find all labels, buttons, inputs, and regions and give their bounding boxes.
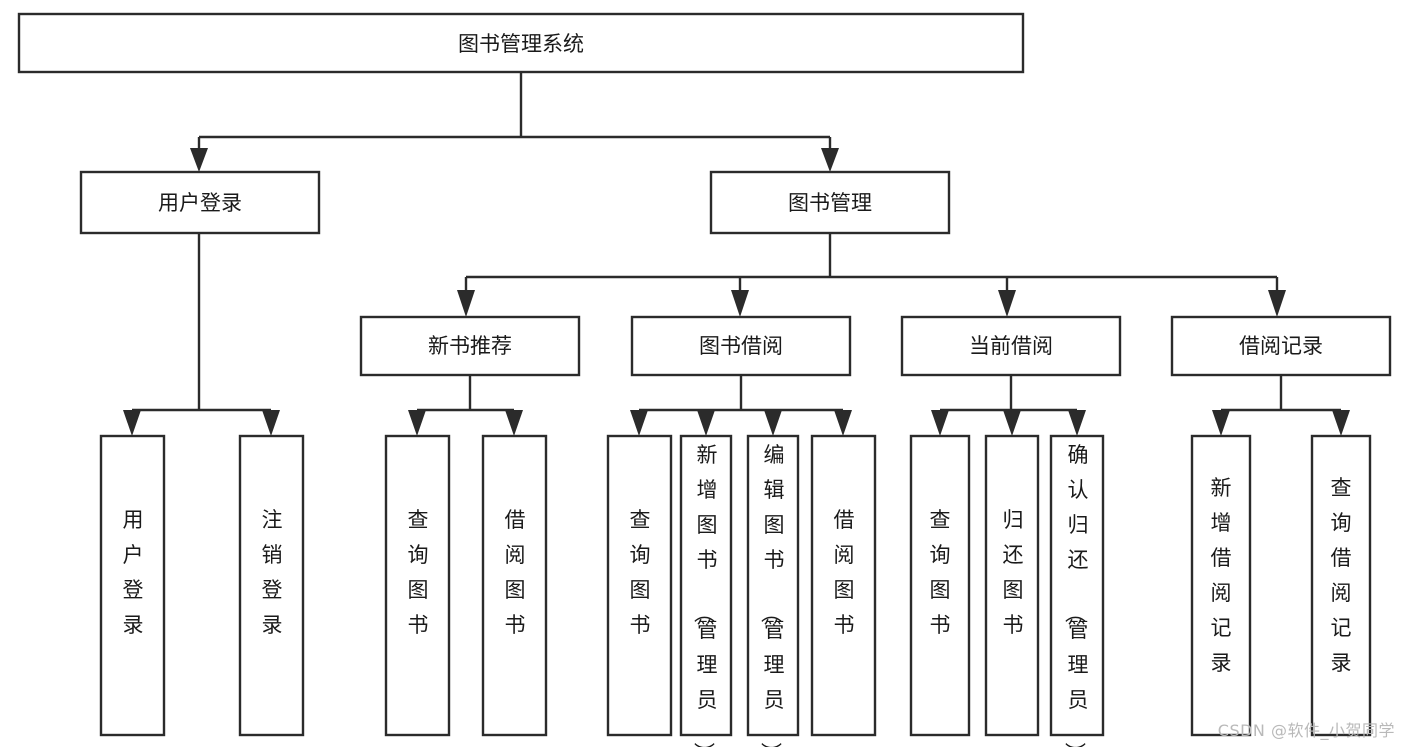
node-new-book-recommend-box[interactable] — [359, 315, 581, 377]
connector-group-root — [190, 72, 839, 172]
arrow-head-leaf-query-record — [1332, 410, 1350, 436]
node-leaf-user-login-label: 用户登录 — [123, 508, 144, 637]
connector-group-borrow-record — [1212, 375, 1350, 436]
node-book-borrow-label: 图书借阅 — [699, 334, 783, 358]
arrow-head-leaf-user-login — [123, 410, 141, 436]
arrow-head-leaf-query-book-3 — [931, 410, 949, 436]
node-leaf-return-book-label: 归还图书 — [1003, 508, 1024, 637]
node-current-borrow-label: 当前借阅 — [969, 334, 1053, 358]
node-new-book-recommend[interactable]: 新书推荐 — [359, 315, 581, 377]
node-leaf-add-record[interactable]: 新增借阅记录 — [1190, 434, 1252, 737]
node-leaf-return-book[interactable]: 归还图书 — [984, 434, 1040, 737]
node-leaf-add-book-label: 新增图书（管理员） — [692, 443, 718, 747]
connector-group-new-book-recommend — [408, 375, 523, 436]
node-leaf-query-book-3-label: 查询图书 — [930, 508, 951, 637]
node-leaf-query-book-2[interactable]: 查询图书 — [606, 434, 673, 737]
node-user-login-box[interactable] — [79, 170, 321, 235]
node-leaf-query-record-label: 查询借阅记录 — [1331, 476, 1352, 675]
connector-group-book-borrow — [630, 375, 852, 436]
node-leaf-edit-book-box[interactable] — [746, 434, 800, 737]
node-book-borrow[interactable]: 图书借阅 — [630, 315, 852, 377]
arrow-head-leaf-logout — [262, 410, 280, 436]
node-leaf-borrow-book-2-label: 借阅图书 — [834, 508, 855, 637]
node-leaf-logout-label: 注销登录 — [262, 508, 283, 637]
arrow-head-leaf-borrow-book-1 — [505, 410, 523, 436]
node-leaf-add-book-box[interactable] — [679, 434, 733, 737]
node-leaf-borrow-book-2[interactable]: 借阅图书 — [810, 434, 877, 737]
arrow-head-leaf-return-book — [1003, 410, 1021, 436]
node-leaf-confirm-return[interactable]: 确认归还（管理员） — [1049, 434, 1105, 747]
node-leaf-borrow-book-1[interactable]: 借阅图书 — [481, 434, 548, 737]
connector-group-user-login — [123, 233, 280, 436]
node-root[interactable]: 图书管理系统 — [17, 12, 1025, 74]
node-leaf-edit-book-label: 编辑图书（管理员） — [759, 443, 785, 747]
node-leaf-user-login[interactable]: 用户登录 — [99, 434, 166, 737]
node-leaf-query-book-3[interactable]: 查询图书 — [909, 434, 971, 737]
node-leaf-return-book-box[interactable] — [984, 434, 1040, 737]
arrow-head-current-borrow — [998, 290, 1016, 317]
node-leaf-edit-book[interactable]: 编辑图书（管理员） — [746, 434, 800, 747]
node-leaf-query-book-1-label: 查询图书 — [408, 508, 429, 637]
node-leaf-user-login-box[interactable] — [99, 434, 166, 737]
arrow-head-leaf-add-book — [697, 410, 715, 436]
node-leaf-logout-box[interactable] — [238, 434, 305, 737]
node-book-manage-label: 图书管理 — [788, 191, 872, 215]
arrow-head-new-book-recommend — [457, 290, 475, 317]
arrow-head-leaf-query-book-1 — [408, 410, 426, 436]
arrow-head-leaf-borrow-book-2 — [834, 410, 852, 436]
node-leaf-add-record-box[interactable] — [1190, 434, 1252, 737]
node-leaf-add-record-label: 新增借阅记录 — [1211, 476, 1232, 675]
node-leaf-query-book-1-box[interactable] — [384, 434, 451, 737]
arrow-head-borrow-record — [1268, 290, 1286, 317]
node-current-borrow-box[interactable] — [900, 315, 1122, 377]
node-borrow-record-box[interactable] — [1170, 315, 1392, 377]
node-leaf-borrow-book-2-box[interactable] — [810, 434, 877, 737]
node-user-login[interactable]: 用户登录 — [79, 170, 321, 235]
node-book-borrow-box[interactable] — [630, 315, 852, 377]
node-root-label: 图书管理系统 — [458, 32, 584, 56]
node-leaf-query-record-box[interactable] — [1310, 434, 1372, 737]
node-leaf-add-book[interactable]: 新增图书（管理员） — [679, 434, 733, 747]
node-new-book-recommend-label: 新书推荐 — [428, 334, 512, 358]
arrow-head-leaf-query-book-2 — [630, 410, 648, 436]
node-leaf-query-book-2-box[interactable] — [606, 434, 673, 737]
node-leaf-logout[interactable]: 注销登录 — [238, 434, 305, 737]
node-user-login-label: 用户登录 — [158, 191, 242, 215]
arrow-head-leaf-add-record — [1212, 410, 1230, 436]
node-root-box[interactable] — [17, 12, 1025, 74]
node-leaf-borrow-book-1-box[interactable] — [481, 434, 548, 737]
node-leaf-query-record[interactable]: 查询借阅记录 — [1310, 434, 1372, 737]
node-leaf-query-book-3-box[interactable] — [909, 434, 971, 737]
node-book-manage[interactable]: 图书管理 — [709, 170, 951, 235]
node-book-manage-box[interactable] — [709, 170, 951, 235]
node-borrow-record-label: 借阅记录 — [1239, 334, 1323, 358]
node-leaf-borrow-book-1-label: 借阅图书 — [505, 508, 526, 637]
node-leaf-confirm-return-box[interactable] — [1049, 434, 1105, 737]
arrow-head-book-borrow — [731, 290, 749, 317]
node-leaf-query-book-2-label: 查询图书 — [630, 508, 651, 637]
node-current-borrow[interactable]: 当前借阅 — [900, 315, 1122, 377]
node-leaf-query-book-1[interactable]: 查询图书 — [384, 434, 451, 737]
node-leaf-confirm-return-label: 确认归还（管理员） — [1063, 443, 1089, 747]
connector-group-book-manage — [457, 233, 1286, 317]
arrow-head-book-manage — [821, 148, 839, 172]
node-borrow-record[interactable]: 借阅记录 — [1170, 315, 1392, 377]
connector-group-current-borrow — [931, 375, 1086, 436]
arrow-head-user-login — [190, 148, 208, 172]
arrow-head-leaf-confirm-return — [1068, 410, 1086, 436]
arrow-head-leaf-edit-book — [764, 410, 782, 436]
